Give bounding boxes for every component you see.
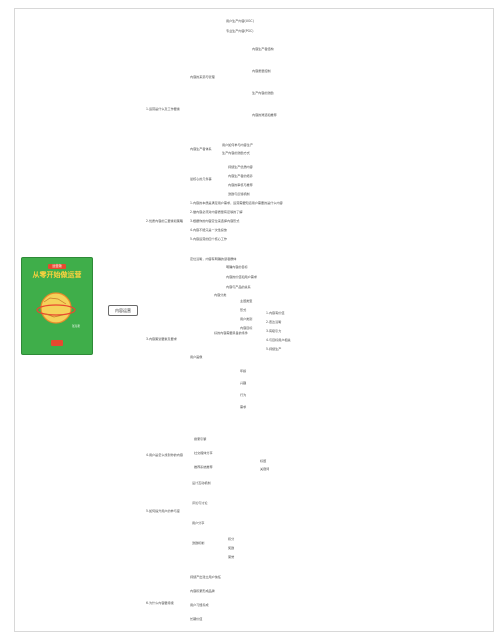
- s2-item[interactable]: 1.内容的本质是满足用户需求，运营需要知道用户需要的是什么内容: [190, 201, 283, 205]
- publisher-logo: [51, 340, 63, 346]
- s3-a-item[interactable]: 用户类别: [240, 317, 253, 321]
- s3-a-item[interactable]: 形式: [240, 308, 247, 312]
- s4-item[interactable]: 搜索引擎: [194, 437, 207, 441]
- s1-a-item[interactable]: 用户生产内容(UGC): [226, 19, 254, 23]
- mindmap-frame: [14, 8, 494, 632]
- s3-b-item[interactable]: 4.与目标用户相关: [266, 338, 291, 342]
- s1-b-item[interactable]: 用户如何参与内容生产: [222, 143, 253, 147]
- book-title: 从零开始做运营: [32, 271, 82, 279]
- planet-illustration: [36, 292, 76, 324]
- s5-item[interactable]: 设计互动机制: [192, 481, 211, 485]
- s1-node-a[interactable]: 内容的来源与管理: [190, 75, 215, 79]
- s1-c-item[interactable]: 内容的审核与推荐: [228, 183, 253, 187]
- s3-c-item[interactable]: 行为: [240, 393, 247, 397]
- s1-c-item[interactable]: 持续生产优质内容: [228, 165, 253, 169]
- s1-node-b[interactable]: 内容生产者体系: [190, 147, 212, 151]
- s4-sub[interactable]: 关键词: [260, 467, 270, 471]
- s3-item[interactable]: 明确内容的目标: [226, 265, 248, 269]
- s3-c-item[interactable]: 年龄: [240, 369, 247, 373]
- s3-group-b[interactable]: 好的内容需要具备的条件: [214, 331, 249, 335]
- s6-item[interactable]: 持续产出建立用户信任: [190, 575, 221, 579]
- s3-intro[interactable]: 定位清晰，内容有明确的读者群体: [190, 257, 237, 261]
- s1-b-item[interactable]: 生产内容的激励方式: [222, 151, 250, 155]
- s2-item[interactable]: 3.根据你的内容定位来选择内容形式: [190, 219, 240, 223]
- s3-c-item[interactable]: 需求: [240, 405, 247, 409]
- s3-b-item[interactable]: 3.有吸引力: [266, 329, 282, 333]
- s3-b-item[interactable]: 1.内容有价值: [266, 311, 285, 315]
- s3-group-c[interactable]: 用户画像: [190, 355, 203, 359]
- s6-item[interactable]: 内容积累形成品牌: [190, 589, 215, 593]
- s4-item[interactable]: 推荐系统推荐: [194, 465, 213, 469]
- main-node-3[interactable]: 3.内容策划要素及要求: [146, 337, 177, 341]
- s1-a-sub[interactable]: 内容的筛选和推荐: [252, 113, 277, 117]
- s3-c-item[interactable]: 兴趣: [240, 381, 247, 385]
- s1-a-item[interactable]: 专业生产内容(PGC): [226, 29, 254, 33]
- s3-b-item[interactable]: 2.表达清晰: [266, 320, 282, 324]
- s4-sub[interactable]: 标题: [260, 459, 267, 463]
- s5-sub[interactable]: 奖励: [228, 546, 235, 550]
- book-author: 张亮著: [72, 325, 80, 328]
- s3-b-item[interactable]: 5.持续生产: [266, 347, 282, 351]
- main-node-5[interactable]: 5.如何提升用户的参与度: [146, 509, 180, 513]
- s1-a-sub[interactable]: 内容质量控制: [252, 69, 271, 73]
- s1-c-item[interactable]: 激励与反馈机制: [228, 192, 250, 196]
- s5-item[interactable]: 用户分享: [192, 521, 205, 525]
- s4-item[interactable]: 社交媒体分享: [194, 451, 213, 455]
- main-node-4[interactable]: 4.用户是怎么找到你的内容: [146, 453, 183, 457]
- s1-a-sub[interactable]: 内容生产者结构: [252, 47, 274, 51]
- book-cover: 运营版 从零开始做运营 张亮著: [22, 258, 92, 354]
- s3-a-item[interactable]: 主题类型: [240, 299, 253, 303]
- s2-item[interactable]: 5.内容运营的四个核心工作: [190, 237, 227, 241]
- s3-item[interactable]: 内容与产品的关系: [226, 285, 251, 289]
- s1-c-item[interactable]: 内容生产者的培养: [228, 174, 253, 178]
- s5-item[interactable]: 评论与讨论: [192, 501, 208, 505]
- s6-item[interactable]: 长期价值: [190, 617, 203, 621]
- s6-item[interactable]: 用户习惯养成: [190, 603, 209, 607]
- s1-a-sub[interactable]: 生产内容的激励: [252, 91, 274, 95]
- main-node-1[interactable]: 1.运营是什么及工作要素: [146, 107, 180, 111]
- s3-item[interactable]: 内容的价值和用户需求: [226, 275, 257, 279]
- s2-item[interactable]: 4.内容不能只是一次性投放: [190, 228, 227, 232]
- main-node-6[interactable]: 6.为什么内容要持续: [146, 601, 174, 605]
- s5-item[interactable]: 激励机制: [192, 541, 205, 545]
- s5-sub[interactable]: 荣誉: [228, 555, 235, 559]
- s3-a-item[interactable]: 内容目标: [240, 326, 253, 330]
- book-badge: 运营版: [48, 264, 66, 269]
- s3-group-a[interactable]: 内容分类: [214, 293, 227, 297]
- s2-item[interactable]: 2.做内容必须对内容质量有足够的了解: [190, 210, 243, 214]
- main-node-2[interactable]: 2.优质内容的三要素和策略: [146, 219, 183, 223]
- s5-sub[interactable]: 积分: [228, 537, 235, 541]
- s1-node-c[interactable]: 最核心的几件事: [190, 177, 212, 181]
- root-node[interactable]: 内容运营: [108, 305, 138, 316]
